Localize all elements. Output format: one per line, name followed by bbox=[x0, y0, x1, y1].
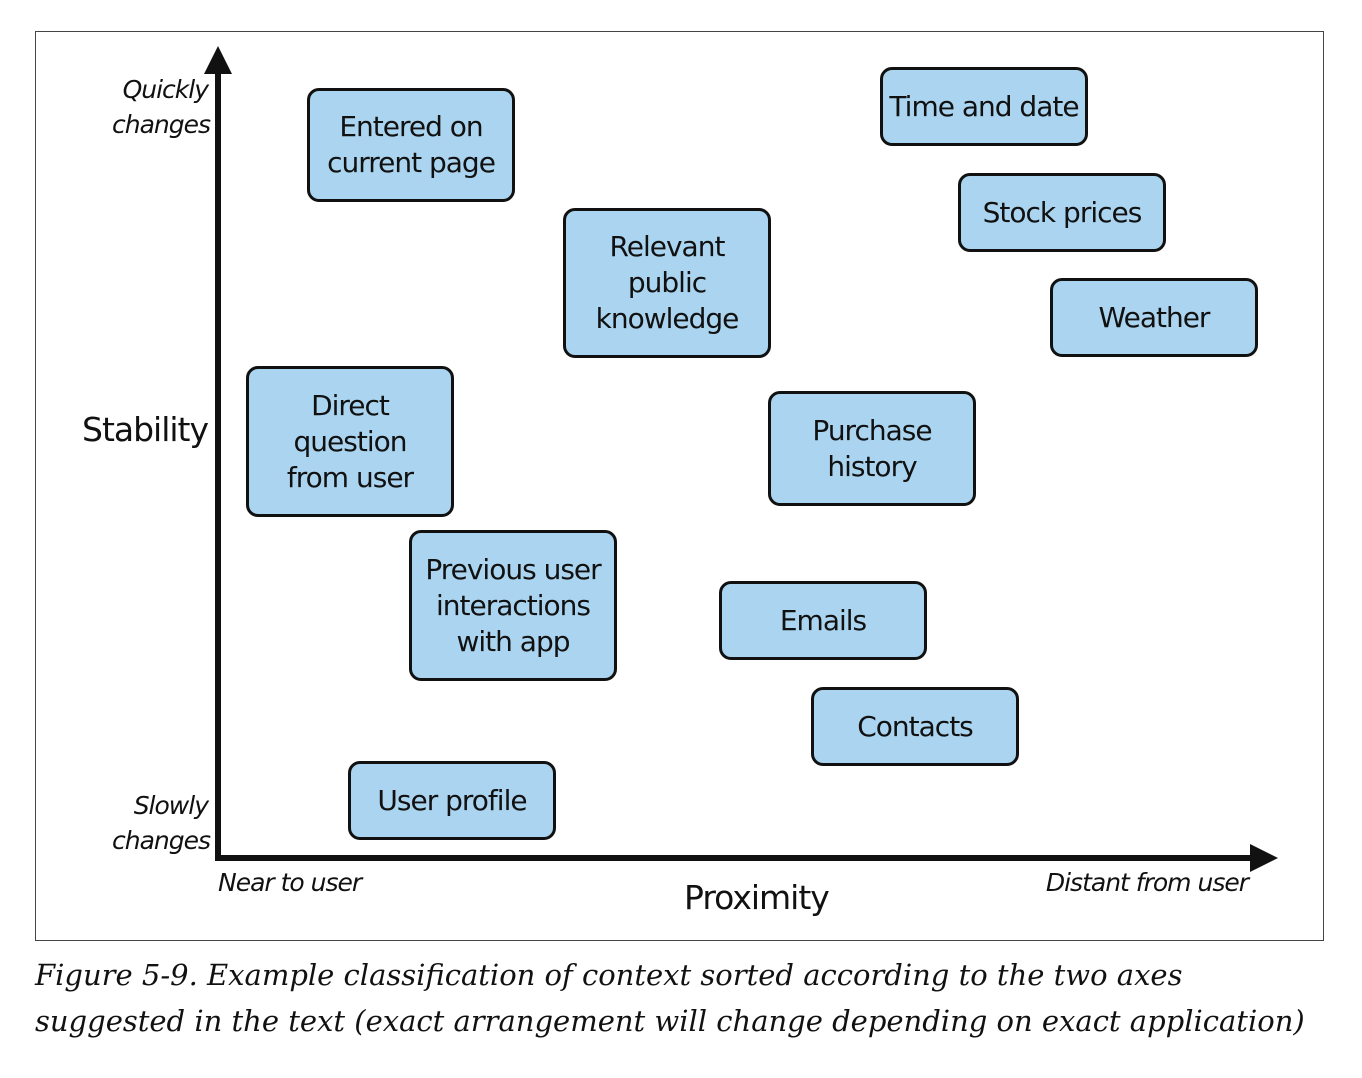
x-axis-right-label: Distant from user bbox=[1045, 868, 1249, 897]
y-axis-title: Stability bbox=[82, 410, 209, 449]
x-axis-title: Proximity bbox=[684, 878, 830, 917]
box-contacts: Contacts bbox=[811, 687, 1019, 766]
box-time-and-date: Time and date bbox=[880, 67, 1088, 146]
figure-caption: Figure 5-9. Example classification of co… bbox=[35, 958, 1305, 1038]
x-axis-arrow bbox=[1250, 844, 1278, 872]
box-relevant-public-knowledge: Relevant public knowledge bbox=[563, 208, 771, 358]
box-previous-user-interactions: Previous user interactions with app bbox=[409, 530, 617, 681]
figure-frame bbox=[35, 31, 1324, 941]
box-stock-prices: Stock prices bbox=[958, 173, 1166, 252]
x-axis-left-label: Near to user bbox=[218, 868, 362, 897]
y-axis-top-label: Quickly changes bbox=[112, 75, 211, 139]
box-emails: Emails bbox=[719, 581, 927, 660]
box-user-profile: User profile bbox=[348, 761, 556, 840]
y-axis-arrow bbox=[204, 46, 232, 74]
box-weather: Weather bbox=[1050, 278, 1258, 357]
box-purchase-history: Purchase history bbox=[768, 391, 976, 506]
y-axis-bottom-label: Slowly changes bbox=[112, 791, 211, 855]
box-entered-on-current-page: Entered on current page bbox=[307, 88, 515, 202]
box-direct-question-from-user: Direct question from user bbox=[246, 366, 454, 517]
